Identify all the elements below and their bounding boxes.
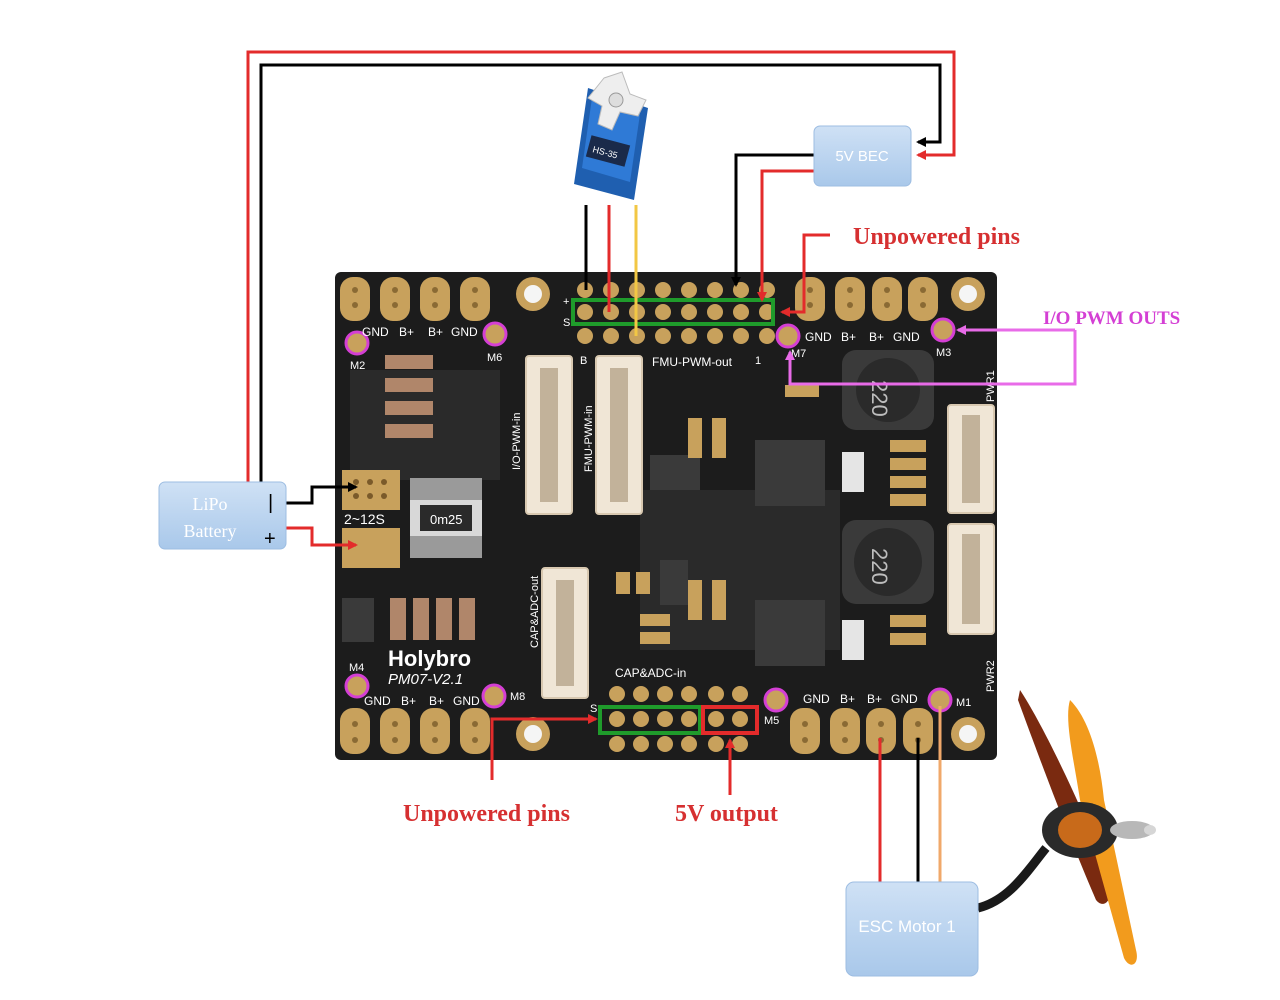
pwr2-label: PWR2: [985, 660, 997, 692]
motor-pads: [344, 317, 956, 713]
header-s-label: S: [563, 317, 570, 329]
pads-bottom-left: [340, 708, 490, 754]
battery-input-pads: [342, 470, 400, 568]
inductor-b-label: 220: [867, 548, 892, 585]
pad-label-br-0: GND: [803, 692, 830, 706]
header-b-label: B: [580, 355, 587, 367]
lipo-plus-label: +: [264, 528, 276, 550]
motor-label-m8: M8: [510, 691, 525, 703]
bec-box: 5V BEC: [813, 125, 912, 187]
wire-bec-black-to-header: [731, 153, 814, 287]
pad-label-tl-1: B+: [399, 325, 414, 339]
current-sense-label: 0m25: [430, 512, 463, 527]
motor-label-m4: M4: [349, 662, 364, 674]
pad-label-tr-1: B+: [841, 330, 856, 344]
lipo-battery-box: LiPo Battery | +: [158, 481, 287, 550]
five-v-output-box: [701, 705, 759, 735]
wire-lipo-negative: [286, 482, 358, 505]
motor-propeller-icon: [976, 690, 1156, 965]
callout-five-v-output: 5V output: [675, 801, 778, 827]
motor-pad-m2: [344, 330, 370, 356]
motor-label-m2: M2: [350, 360, 365, 372]
unpowered-pins-bottom-box: [598, 705, 702, 735]
motor-pad-m8: [481, 683, 507, 709]
wires: [246, 50, 956, 882]
pad-label-tr-0: GND: [805, 330, 832, 344]
motor-pad-m5: [763, 687, 789, 713]
motor-label-m1: M1: [956, 697, 971, 709]
pad-label-tl-3: GND: [451, 325, 478, 339]
wire-lipo-positive: [286, 526, 358, 550]
esc-box: ESC Motor 1: [845, 881, 979, 977]
callout-io-pwm-outs: I/O PWM OUTS: [1043, 308, 1180, 329]
servo-icon: HS-35: [574, 71, 648, 200]
esc-label: ESC Motor 1: [858, 917, 955, 936]
header-plus-label: +: [563, 296, 569, 308]
pad-label-br-3: GND: [891, 692, 918, 706]
fmu-pwm-in-label: FMU-PWM-in: [583, 405, 595, 472]
pad-label-tl-0: GND: [362, 325, 389, 339]
capacitors-left: [342, 355, 475, 642]
header-one-label: 1: [755, 355, 761, 367]
cap-adc-header-s-label: S: [590, 703, 597, 715]
motor-pad-m7: [775, 323, 801, 349]
pad-label-br-2: B+: [867, 692, 882, 706]
brand-text: Holybro: [388, 646, 471, 671]
cap-adc-out-label: CAP&ADC-out: [529, 576, 541, 648]
inductors: [842, 350, 934, 604]
callout-arrows: [490, 233, 1077, 795]
callout-unpowered-top: Unpowered pins: [853, 224, 1020, 250]
cap-adc-in-label: CAP&ADC-in: [615, 666, 686, 680]
arrow-unpowered-top: [780, 233, 830, 317]
current-sense-resistor: [410, 478, 482, 558]
pwr1-label: PWR1: [985, 370, 997, 402]
io-pwm-in-label: I/O-PWM-in: [511, 413, 523, 470]
pad-label-bl-1: B+: [401, 694, 416, 708]
motor-pad-m6: [482, 321, 508, 347]
motor-label-m7: M7: [791, 348, 806, 360]
arrow-io-pwm-m7: [785, 330, 1077, 386]
lipo-minus-label: |: [268, 492, 273, 514]
pad-label-bl-3: GND: [453, 694, 480, 708]
pad-label-tl-2: B+: [428, 325, 443, 339]
power-management-board: GND B+ B+ GND GND B+ B+ GND GND B+ B+ GN…: [335, 272, 997, 760]
motor-pad-m3: [930, 317, 956, 343]
model-text: PM07-V2.1: [388, 671, 463, 688]
pad-label-br-1: B+: [840, 692, 855, 706]
motor-label-m3: M3: [936, 347, 951, 359]
integrated-circuits: [650, 440, 825, 666]
pad-label-tr-2: B+: [869, 330, 884, 344]
wire-lipo-black-to-bec: [259, 63, 942, 482]
voltage-label: 2~12S: [344, 511, 385, 527]
motor-pad-m4: [344, 673, 370, 699]
cap-adc-in-header: [609, 686, 748, 752]
inductor-a-label: 220: [867, 380, 892, 417]
pad-label-bl-0: GND: [364, 694, 391, 708]
unpowered-pins-top-box: [571, 298, 775, 326]
fmu-pwm-out-label: FMU-PWM-out: [652, 355, 733, 369]
callout-unpowered-bottom: Unpowered pins: [403, 801, 570, 827]
pad-label-bl-2: B+: [429, 694, 444, 708]
arrow-unpowered-bottom: [490, 714, 598, 780]
bec-label: 5V BEC: [835, 148, 889, 165]
motor-label-m5: M5: [764, 715, 779, 727]
wire-lipo-red-to-bec: [246, 50, 956, 482]
lipo-label-line2: Battery: [184, 521, 237, 541]
motor-label-m6: M6: [487, 352, 502, 364]
pad-label-tr-3: GND: [893, 330, 920, 344]
pads-top-left: [340, 277, 490, 321]
mounting-holes: [516, 277, 985, 751]
wire-bec-red-to-header: [757, 169, 814, 302]
pads-bottom-right: [790, 708, 933, 754]
lipo-label-line1: LiPo: [192, 494, 227, 514]
